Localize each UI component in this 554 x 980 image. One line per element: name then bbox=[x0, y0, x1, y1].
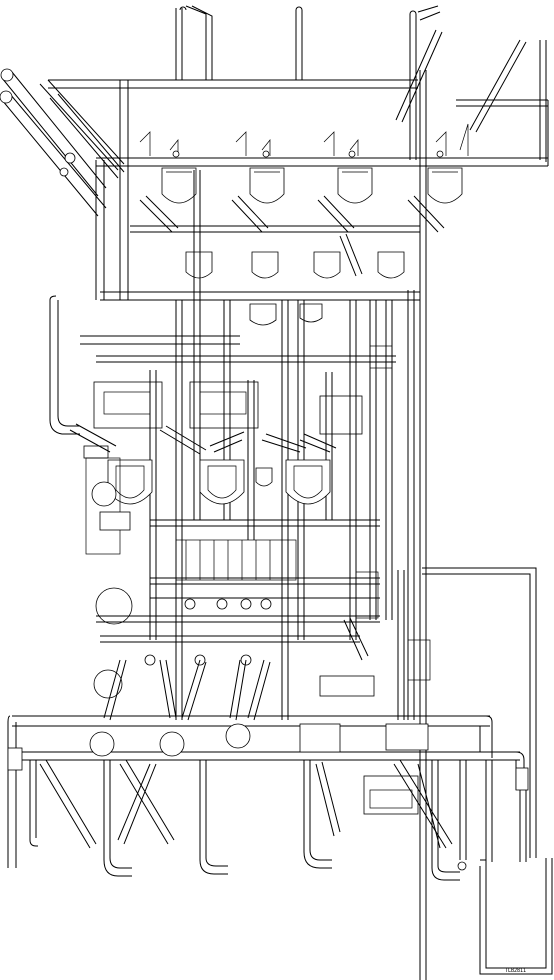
top-row-tanks bbox=[161, 167, 463, 204]
middle-diagonals bbox=[69, 423, 369, 661]
upper-headers bbox=[48, 70, 549, 980]
right-long-run: TLB2811 bbox=[422, 567, 553, 975]
top-row-valves bbox=[139, 123, 469, 158]
bottom-header bbox=[7, 715, 529, 868]
mid-diagonal-branches bbox=[139, 195, 445, 277]
bottom-drops bbox=[29, 759, 527, 881]
lower-mechanical-area bbox=[96, 519, 431, 697]
top-riser-pipes bbox=[175, 5, 547, 162]
tag-label: TLB2811 bbox=[505, 968, 526, 974]
left-diagonal-pipes bbox=[0, 68, 125, 217]
lower-diagonals bbox=[103, 659, 271, 721]
middle-row-fixtures bbox=[83, 445, 331, 505]
left-loop-pipe bbox=[49, 295, 396, 435]
left-equipment bbox=[85, 457, 133, 699]
second-row-tanks bbox=[185, 251, 405, 326]
control-panels bbox=[93, 345, 393, 435]
